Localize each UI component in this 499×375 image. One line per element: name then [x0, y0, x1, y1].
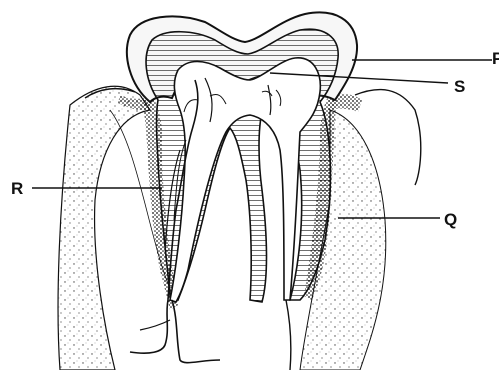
label-r: R: [11, 180, 23, 197]
nerve-bundle: [130, 300, 291, 370]
label-p: P: [492, 50, 499, 67]
label-q: Q: [444, 211, 457, 228]
label-s: S: [454, 78, 465, 95]
